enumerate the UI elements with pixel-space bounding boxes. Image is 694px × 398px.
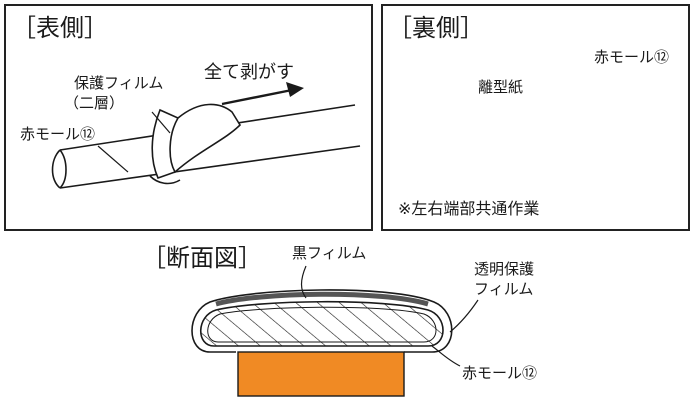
release-paper-label: 離型紙 xyxy=(478,78,524,96)
cross-section-title: ［断面図］ xyxy=(142,244,262,272)
section-red-moulding-label: 赤モール⑫ xyxy=(462,364,538,382)
front-protective-film xyxy=(149,103,242,185)
transparent-film-label-1: 透明保護 xyxy=(474,260,535,278)
front-leader-lines xyxy=(97,111,171,173)
peel-all-label: 全て剥がす xyxy=(204,62,294,83)
section-leader-lines xyxy=(300,265,479,367)
protective-film-label: 保護フィルム xyxy=(74,74,164,92)
protective-film-sublabel: （二層） xyxy=(64,94,125,112)
back-red-moulding-label: 赤モール⑫ xyxy=(594,48,670,66)
black-film-label: 黒フィルム xyxy=(292,244,367,262)
back-side-panel xyxy=(381,4,690,231)
peel-direction-arrow xyxy=(221,82,304,106)
front-red-moulding-label: 赤モール⑫ xyxy=(20,125,96,143)
transparent-film-label-2: フィルム xyxy=(474,280,534,298)
cross-section xyxy=(191,289,453,397)
back-side-title: ［裏側］ xyxy=(388,14,484,42)
common-work-note: ※左右端部共通作業 xyxy=(398,199,540,218)
front-side-title: ［表側］ xyxy=(12,14,108,42)
